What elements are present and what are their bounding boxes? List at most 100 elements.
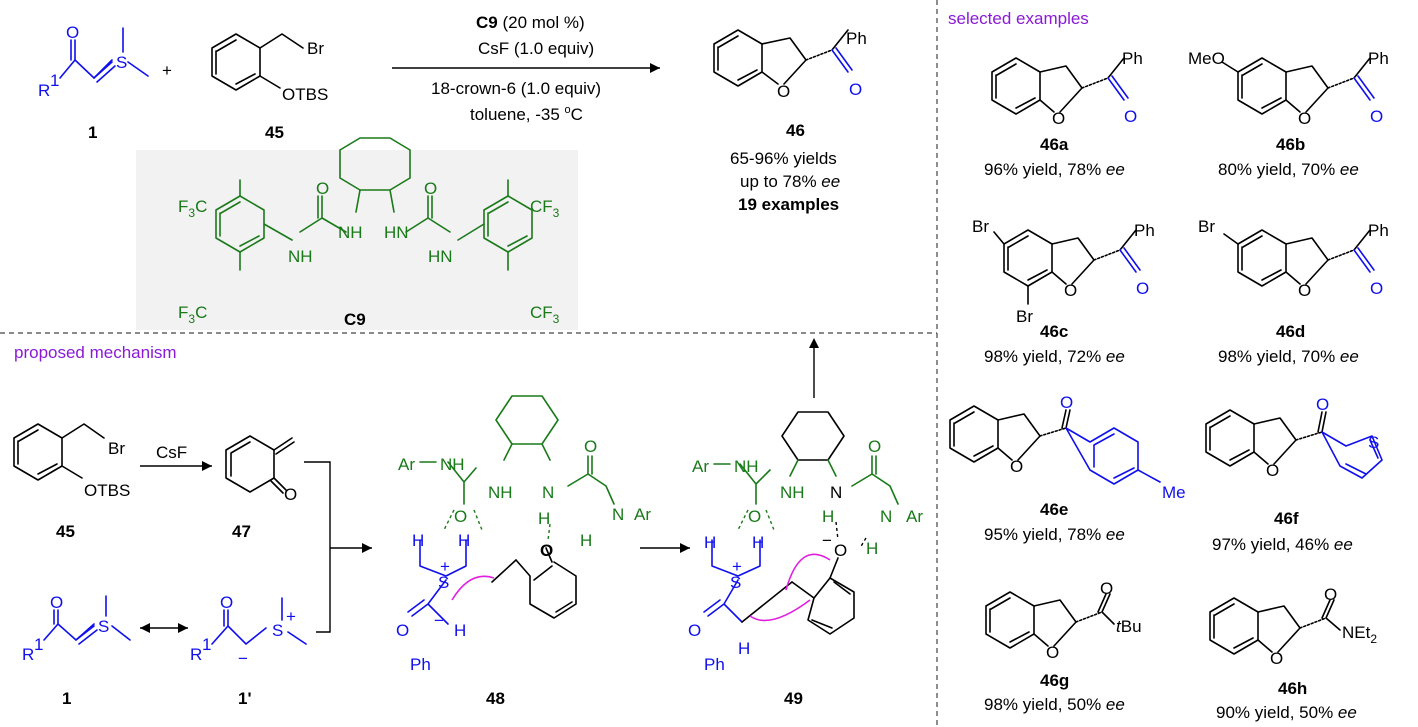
- example-46e-label: 46e: [1040, 500, 1068, 519]
- example-46b-label: 46b: [1276, 135, 1305, 154]
- mech-1prime-r: R: [190, 645, 202, 664]
- mech-48-nh-top: NH: [440, 455, 465, 474]
- mech-48-carbonyl-o: O: [396, 621, 409, 640]
- example-46g-ring-o: O: [1046, 643, 1059, 662]
- resonance-arrow-left-head: [140, 623, 150, 633]
- example-46c-br-bottom: Br: [1016, 307, 1033, 326]
- mech-48-plus: +: [440, 557, 450, 576]
- mech-49-n: N: [830, 483, 842, 502]
- mech-arrow-up-head: [809, 338, 819, 348]
- mech-49-carbonyl-o: O: [688, 621, 701, 640]
- example-46f-s: S: [1368, 433, 1379, 452]
- example-46b-meo: MeO: [1188, 49, 1225, 68]
- product-carbonyl-oxygen: O: [849, 80, 862, 99]
- plus-sign: +: [162, 61, 172, 80]
- mech-45-br: Br: [108, 439, 125, 458]
- example-46h-yield: 90% yield, 50% ee: [1216, 703, 1357, 722]
- product-ee: up to 78% ee: [740, 172, 840, 191]
- example-46e: O O Me 46e 95% yield, 78% ee: [949, 393, 1186, 544]
- example-46c-label: 46c: [1040, 322, 1068, 341]
- condition-catalyst: C9 (20 mol %): [476, 13, 585, 32]
- mech-1-o: O: [50, 593, 63, 612]
- mech-1-r: R: [22, 645, 34, 664]
- mech-49-s: S: [730, 573, 741, 592]
- example-46e-ring-o: O: [1010, 457, 1023, 476]
- mech-47-o: O: [284, 485, 297, 504]
- mech-49-h-right: H: [866, 539, 878, 558]
- reaction-conditions: C9 (20 mol %) CsF (1.0 equiv) 18-crown-6…: [392, 13, 660, 124]
- mech-48: Ar NH NH N O N Ar O H H O H H S + O H − …: [396, 395, 651, 708]
- example-46d-yield: 98% yield, 70% ee: [1218, 347, 1359, 366]
- reagent-1-label: 1: [88, 123, 97, 142]
- mech-49-h2: H: [752, 533, 764, 552]
- mech-49-ar-right: Ar: [906, 507, 923, 526]
- cf3-top-right: CF3: [530, 197, 560, 220]
- example-46f-carbonyl-o: O: [1316, 395, 1329, 414]
- condition-solvent: toluene, -35 oC: [470, 104, 583, 124]
- example-46a-yield: 96% yield, 78% ee: [984, 160, 1125, 179]
- mech-48-h-right: H: [580, 531, 592, 550]
- mech-1prime: O S + − R 1 1': [190, 593, 307, 708]
- mech-1prime-minus: −: [238, 649, 248, 668]
- mech-1prime-label: 1': [238, 689, 252, 708]
- product-46: O Ph O 46 65-96% yields up to 78% ee 19 …: [713, 29, 867, 214]
- example-46g-label: 46g: [1040, 671, 1069, 690]
- merge-bracket: [304, 461, 372, 633]
- condition-base: CsF (1.0 equiv): [478, 39, 594, 58]
- example-46d-ring-o: O: [1298, 281, 1311, 300]
- product-phenyl: Ph: [846, 29, 867, 48]
- mechanism-header: proposed mechanism: [14, 343, 177, 362]
- example-46a-ring-o: O: [1052, 109, 1065, 128]
- reagent-45-label: 45: [265, 123, 284, 142]
- mech-arrow-48-49-head: [680, 543, 690, 553]
- mech-1-s: S: [98, 617, 109, 636]
- example-46d-ph: Ph: [1368, 221, 1389, 240]
- mech-48-ph: Ph: [410, 655, 431, 674]
- example-46g-carbonyl-o: O: [1100, 579, 1113, 598]
- mech-48-h1: H: [412, 531, 424, 550]
- mech-48-n: N: [542, 483, 554, 502]
- catalyst-hn-right-inner: HN: [384, 223, 409, 242]
- mech-1prime-plus: +: [286, 607, 296, 626]
- mech-arrow-csf-head: [202, 461, 212, 471]
- reagent-1-sulfur: S: [116, 53, 127, 72]
- merge-arrow-head: [362, 543, 372, 553]
- example-46h: O O NEt2 46h 90% yield, 50% ee: [1209, 585, 1377, 722]
- mech-1-label: 1: [62, 689, 71, 708]
- catalyst-label: C9: [344, 310, 366, 329]
- example-46a-label: 46a: [1040, 135, 1069, 154]
- example-46d: Br O Ph O 46d 98% yield, 70% ee: [1198, 217, 1389, 366]
- catalyst-nh-left-outer: NH: [288, 247, 313, 266]
- mech-1: O S R 1 1: [22, 593, 131, 708]
- example-46d-br: Br: [1198, 217, 1215, 236]
- catalyst-o-left: O: [316, 179, 329, 198]
- example-46h-net2: NEt2: [1342, 623, 1377, 646]
- mech-48-ar-right: Ar: [634, 505, 651, 524]
- cf3-bottom-left: F3C: [178, 303, 207, 326]
- mech-45-otbs: OTBS: [84, 481, 130, 500]
- example-46e-carbonyl-o: O: [1060, 393, 1073, 412]
- mech-49-label: 49: [784, 689, 803, 708]
- mech-48-s: S: [438, 573, 449, 592]
- example-46e-me: Me: [1162, 483, 1186, 502]
- mech-45: Br OTBS 45: [13, 423, 130, 541]
- product-label: 46: [786, 121, 805, 140]
- example-46b-ring-o: O: [1298, 109, 1311, 128]
- cf3-top-left: F3C: [178, 197, 207, 220]
- product-yields: 65-96% yields: [730, 149, 837, 168]
- product-ring-oxygen: O: [777, 82, 790, 101]
- example-46h-carbonyl-o: O: [1324, 585, 1337, 604]
- mech-49-nh-inner: NH: [780, 483, 805, 502]
- mech-1prime-s: S: [272, 621, 283, 640]
- example-46c-ph: Ph: [1134, 221, 1155, 240]
- mech-49-ar-left: Ar: [692, 457, 709, 476]
- example-46e-yield: 95% yield, 78% ee: [984, 525, 1125, 544]
- example-46b: MeO O Ph O 46b 80% yield, 70% ee: [1188, 49, 1389, 179]
- mech-49-ph: Ph: [704, 655, 725, 674]
- example-46b-carbonyl-o: O: [1370, 107, 1383, 126]
- mech-48-o-urea: O: [584, 437, 597, 456]
- mech-49: Ar NH NH N O N Ar O H H O − H H S + O H …: [688, 411, 923, 708]
- mech-48-h-n: H: [538, 509, 550, 528]
- catalyst-o-right: O: [424, 179, 437, 198]
